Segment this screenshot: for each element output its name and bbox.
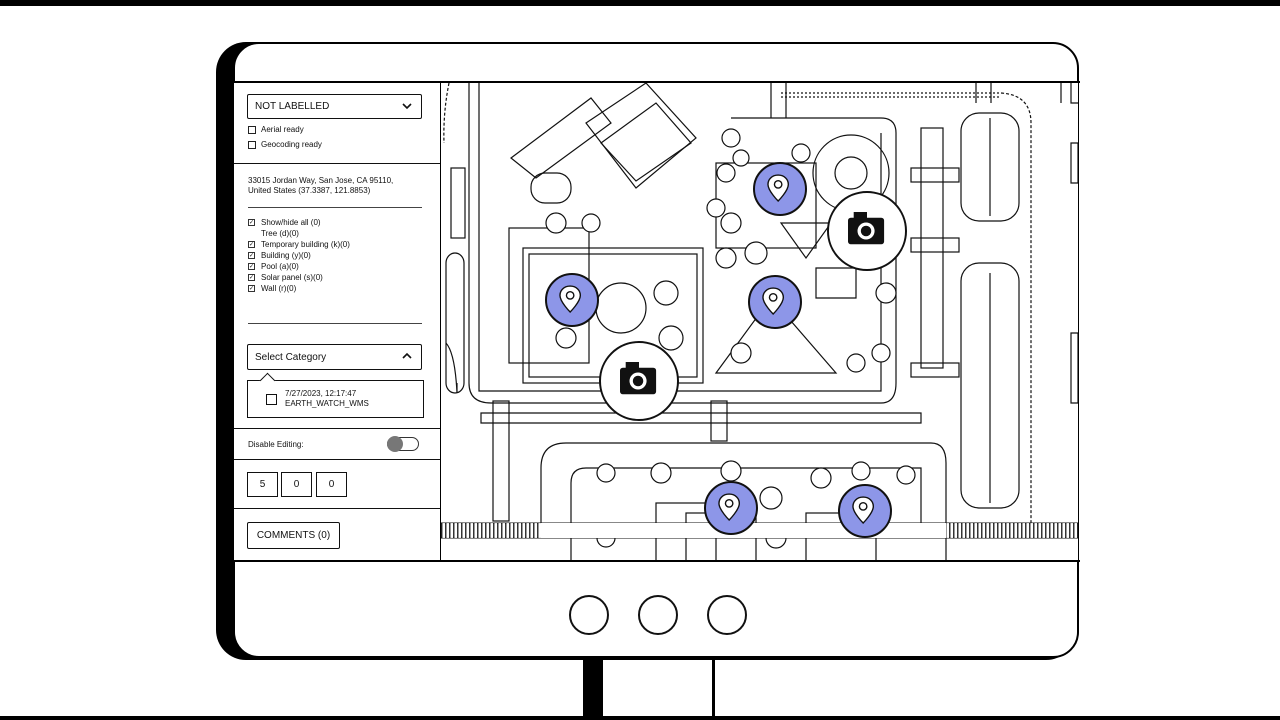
divider xyxy=(248,323,422,324)
counter-box[interactable]: 0 xyxy=(316,472,347,497)
top-border xyxy=(0,0,1280,6)
section-divider xyxy=(234,508,440,509)
layer-item[interactable]: ✓ Pool (a)(0) xyxy=(248,261,350,272)
address: 33015 Jordan Way, San Jose, CA 95110, Un… xyxy=(248,176,393,196)
layer-item[interactable]: ✓ Wall (r)(0) xyxy=(248,283,350,294)
aerial-ready-checkbox[interactable] xyxy=(248,125,256,134)
disable-editing-label: Disable Editing: xyxy=(248,440,304,449)
section-divider xyxy=(234,163,440,164)
aerial-ready-label: Aerial ready xyxy=(261,125,304,134)
divider xyxy=(248,207,422,208)
section-divider xyxy=(234,428,440,429)
monitor-stand-left xyxy=(583,660,603,716)
category-item-date: 7/27/2023, 12:17:47 xyxy=(285,389,357,398)
monitor-button-3[interactable] xyxy=(707,595,747,635)
layer-item[interactable]: ✓ Solar panel (s)(0) xyxy=(248,272,350,283)
layer-label: Building (y)(0) xyxy=(261,251,311,260)
address-line-1: 33015 Jordan Way, San Jose, CA 95110, xyxy=(248,176,394,185)
layer-label: Pool (a)(0) xyxy=(261,262,299,271)
layer-checkbox[interactable]: ✓ xyxy=(248,274,255,281)
counter-box[interactable]: 0 xyxy=(281,472,312,497)
toggle-knob xyxy=(387,436,403,452)
category-item[interactable]: 7/27/2023, 12:17:47 EARTH_WATCH_WMS xyxy=(285,389,369,409)
layer-item[interactable]: ✓ Show/hide all (0) xyxy=(248,217,350,228)
layer-label: Tree (d)(0) xyxy=(261,229,299,238)
map-pin-marker[interactable] xyxy=(838,484,892,538)
aerial-ready-row[interactable]: Aerial ready xyxy=(248,125,304,134)
layer-label: Solar panel (s)(0) xyxy=(261,273,323,282)
map-pin-marker[interactable] xyxy=(545,273,599,327)
monitor-button-2[interactable] xyxy=(638,595,678,635)
select-category-label: Select Category xyxy=(255,351,327,363)
map-pin-icon xyxy=(762,287,785,316)
chevron-down-icon xyxy=(402,103,412,110)
app-screen: NOT LABELLED Aerial ready Geocoding read… xyxy=(234,81,1080,562)
layer-label: Temporary building (k)(0) xyxy=(261,240,350,249)
sidebar: NOT LABELLED Aerial ready Geocoding read… xyxy=(234,83,442,560)
map-pin-icon xyxy=(559,285,582,314)
camera-marker[interactable] xyxy=(599,341,679,421)
layer-checkbox[interactable]: ✓ xyxy=(248,263,255,270)
section-divider xyxy=(234,459,440,460)
monitor-stand-right xyxy=(712,660,715,716)
map-pin-marker[interactable] xyxy=(704,481,758,535)
layer-list: ✓ Show/hide all (0) Tree (d)(0) ✓ Tempor… xyxy=(248,217,350,294)
layer-checkbox[interactable]: ✓ xyxy=(248,252,255,259)
category-item-name: EARTH_WATCH_WMS xyxy=(285,399,369,408)
map-pin-marker[interactable] xyxy=(748,275,802,329)
layer-item[interactable]: ✓ Temporary building (k)(0) xyxy=(248,239,350,250)
comments-button[interactable]: COMMENTS (0) xyxy=(247,522,340,549)
layer-label: Wall (r)(0) xyxy=(261,284,297,293)
label-status-dropdown[interactable]: NOT LABELLED xyxy=(247,94,422,119)
geocoding-ready-row[interactable]: Geocoding ready xyxy=(248,140,322,149)
map-pin-icon xyxy=(767,174,790,203)
camera-icon xyxy=(620,362,657,395)
camera-icon xyxy=(848,212,885,245)
category-item-checkbox[interactable] xyxy=(266,394,277,405)
map-pin-icon xyxy=(718,493,741,522)
disable-editing-toggle[interactable] xyxy=(387,436,419,452)
geocoding-ready-label: Geocoding ready xyxy=(261,140,322,149)
camera-marker[interactable] xyxy=(827,191,907,271)
label-status-value: NOT LABELLED xyxy=(255,101,330,112)
select-category-dropdown[interactable]: Select Category xyxy=(247,344,422,370)
map-pin-marker[interactable] xyxy=(753,162,807,216)
monitor-button-1[interactable] xyxy=(569,595,609,635)
layer-checkbox[interactable]: ✓ xyxy=(248,285,255,292)
layer-label: Show/hide all (0) xyxy=(261,218,321,227)
layer-checkbox[interactable]: ✓ xyxy=(248,219,255,226)
map-pin-icon xyxy=(852,496,875,525)
counter-box[interactable]: 5 xyxy=(247,472,278,497)
bottom-border xyxy=(0,716,1280,720)
layer-item[interactable]: ✓ Building (y)(0) xyxy=(248,250,350,261)
popover-arrow xyxy=(259,372,276,389)
category-list: 7/27/2023, 12:17:47 EARTH_WATCH_WMS xyxy=(247,372,424,418)
layer-item[interactable]: Tree (d)(0) xyxy=(248,228,350,239)
layer-checkbox[interactable]: ✓ xyxy=(248,241,255,248)
map-view[interactable] xyxy=(441,83,1078,560)
geocoding-ready-checkbox[interactable] xyxy=(248,140,256,149)
chevron-up-icon xyxy=(402,352,412,359)
address-line-2: United States (37.3387, 121.8853) xyxy=(248,186,371,195)
